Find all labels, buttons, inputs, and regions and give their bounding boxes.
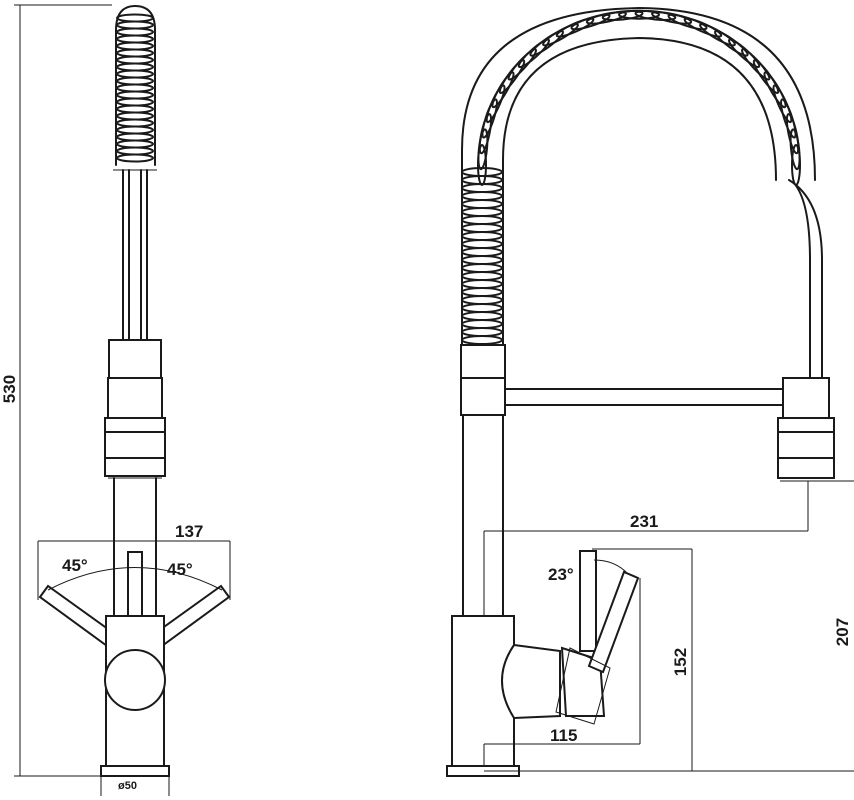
coil-ring: [116, 34, 154, 44]
coil-ring: [555, 17, 595, 38]
coil-ring: [116, 90, 154, 100]
coil-ring: [461, 215, 503, 225]
dim-handle-depth: 115: [550, 726, 577, 745]
dim-spout-reach: 231: [630, 512, 658, 531]
coil-ring: [481, 98, 498, 139]
side-dimensions: 231 152 23° 207 115: [483, 480, 854, 772]
coil-ring: [461, 239, 503, 249]
coil-ring: [116, 97, 154, 107]
side-upper-collar: [460, 344, 506, 416]
front-spray-head: [104, 417, 166, 477]
coil-ring: [116, 69, 154, 79]
coil-ring: [542, 23, 579, 47]
coil-ring: [529, 30, 565, 57]
coil-ring: [461, 175, 503, 185]
coil-ring: [461, 279, 503, 289]
dim-base-diameter: ø50: [118, 780, 137, 792]
dim-total-height: 530: [0, 375, 19, 403]
coil-ring: [116, 20, 154, 30]
coil-ring: [752, 59, 780, 94]
coil-ring: [116, 48, 154, 58]
side-spray-head: [777, 417, 835, 479]
coil-ring: [116, 104, 154, 114]
coil-ring: [461, 311, 503, 321]
coil-ring: [116, 83, 154, 93]
coil-ring: [485, 84, 506, 124]
coil-ring: [116, 62, 154, 72]
coil-ring: [461, 319, 503, 329]
dim-left-angle: 45°: [62, 556, 88, 575]
coil-ring: [461, 303, 503, 313]
coil-ring: [116, 132, 154, 142]
coil-ring: [461, 199, 503, 209]
side-handle-lever-tilted: [587, 570, 640, 674]
coil-ring: [116, 125, 154, 135]
front-view: [38, 5, 231, 777]
front-collar: [107, 377, 163, 419]
coil-ring: [517, 38, 551, 69]
side-holder-arm: [502, 388, 784, 406]
coil-ring: [461, 263, 503, 273]
coil-ring: [491, 71, 515, 109]
front-coil-spring: [115, 5, 156, 166]
side-cartridge: [501, 643, 561, 720]
dim-handle-height: 152: [671, 648, 690, 676]
coil-ring: [116, 76, 154, 86]
coil-ring: [763, 71, 787, 109]
coil-ring: [461, 223, 503, 233]
front-base-plate: [100, 765, 170, 777]
coil-ring: [461, 247, 503, 257]
dim-right-angle: 45°: [167, 560, 193, 579]
coil-ring: [116, 27, 154, 37]
coil-ring: [461, 335, 503, 345]
coil-ring: [498, 59, 526, 94]
coil-ring: [570, 13, 611, 31]
side-view: [446, 7, 835, 777]
side-collar: [782, 377, 830, 419]
coil-ring: [116, 13, 154, 23]
dim-spout-height: 207: [833, 618, 852, 646]
side-coil-spring: [461, 7, 816, 346]
front-handle-hub: [104, 649, 166, 711]
coil-ring: [461, 231, 503, 241]
coil-ring: [461, 207, 503, 217]
coil-ring: [461, 255, 503, 265]
coil-ring: [116, 55, 154, 65]
coil-ring: [461, 327, 503, 337]
coil-ring: [116, 139, 154, 149]
coil-ring: [116, 146, 154, 156]
coil-ring: [461, 191, 503, 201]
coil-ring: [116, 41, 154, 51]
coil-ring: [116, 111, 154, 121]
coil-ring: [461, 295, 503, 305]
coil-ring: [507, 48, 538, 81]
coil-ring: [116, 153, 154, 163]
coil-ring: [461, 287, 503, 297]
coil-ring: [461, 271, 503, 281]
front-upper-collar: [108, 339, 162, 379]
side-handle-lever-vertical: [579, 550, 597, 652]
coil-ring: [585, 11, 627, 25]
coil-ring: [116, 118, 154, 128]
dim-handle-span: 137: [175, 522, 203, 541]
front-dimensions: 530 137 45° 45° ø50: [0, 4, 231, 796]
dim-handle-tilt: 23°: [548, 565, 574, 584]
